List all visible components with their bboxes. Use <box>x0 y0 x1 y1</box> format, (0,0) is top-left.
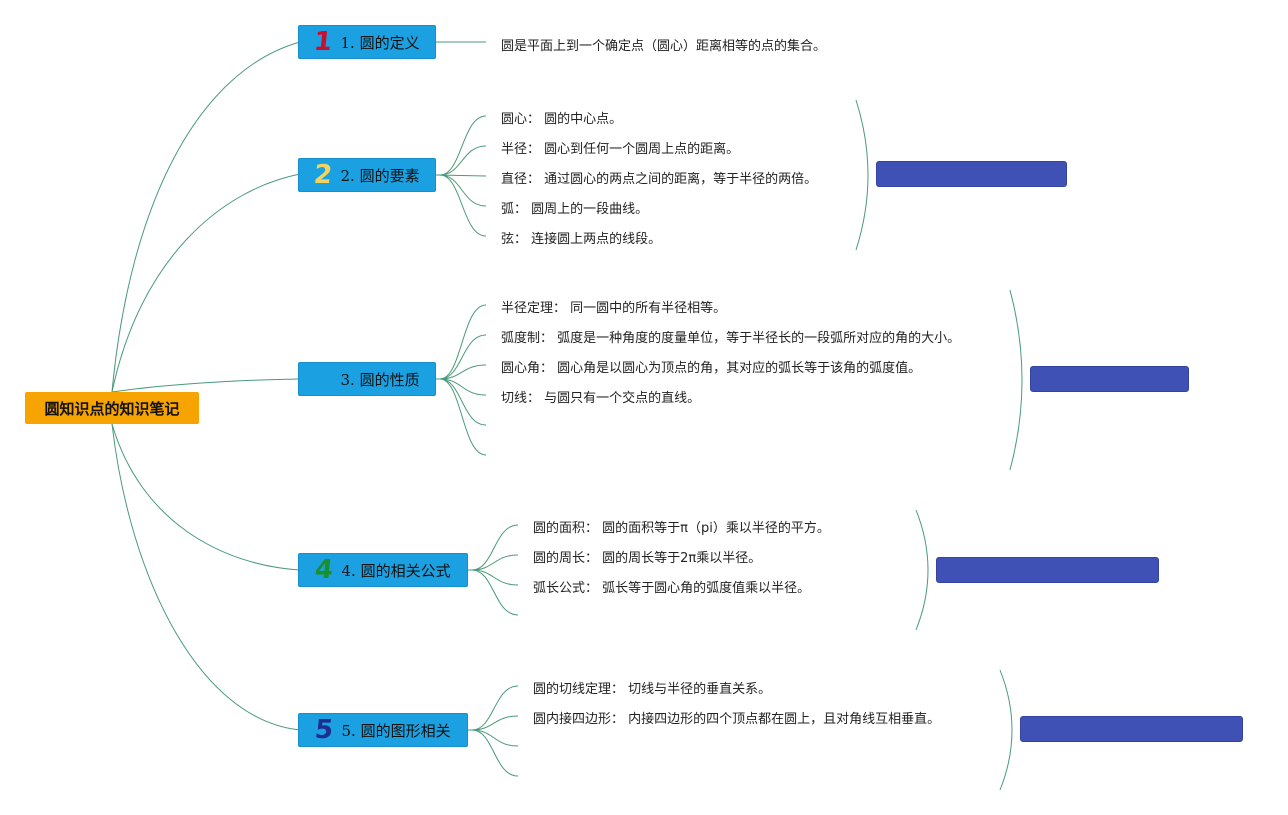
leaf-radius[interactable]: 半径： 圆心到任何一个圆周上点的距离。 <box>501 142 740 157</box>
leaf-diameter[interactable]: 直径： 通过圆心的两点之间的距离，等于半径的两倍。 <box>501 172 818 187</box>
summary-box-formulas[interactable] <box>936 557 1159 583</box>
branch-label: 5. 圆的图形相关 <box>341 721 451 740</box>
leaf-tangent[interactable]: 切线： 与圆只有一个交点的直线。 <box>501 391 701 406</box>
root-topic[interactable]: 圆知识点的知识笔记 <box>25 392 199 424</box>
branch-label: 1. 圆的定义 <box>340 33 420 52</box>
summary-bracket-4 <box>915 509 929 631</box>
connector-root-b3 <box>111 378 301 393</box>
summary-bracket-3 <box>1009 289 1023 471</box>
leaf-arc[interactable]: 弧： 圆周上的一段曲线。 <box>501 202 649 217</box>
leaf-circumference[interactable]: 圆的周长： 圆的周长等于2π乘以半径。 <box>533 551 762 566</box>
summary-box-properties[interactable] <box>1030 366 1189 392</box>
branch-label: 2. 圆的要素 <box>340 166 420 185</box>
summary-bracket-5 <box>999 669 1013 791</box>
leaf-center[interactable]: 圆心： 圆的中心点。 <box>501 112 623 127</box>
summary-bracket-2 <box>855 99 869 251</box>
branch-elements[interactable]: 2 2. 圆的要素 <box>298 158 436 192</box>
branch-shapes[interactable]: 5 5. 圆的图形相关 <box>298 713 468 747</box>
connector-root-b1 <box>111 41 301 393</box>
leaf-arc-length[interactable]: 弧长公式： 弧长等于圆心角的弧度值乘以半径。 <box>533 581 811 596</box>
branch-label: 4. 圆的相关公式 <box>341 561 451 580</box>
number-five-icon: 5 <box>313 715 336 745</box>
summary-box-shapes[interactable] <box>1020 716 1243 742</box>
connector-root-b5 <box>111 423 301 731</box>
number-two-icon: 2 <box>312 160 335 190</box>
connector-root-b2 <box>111 173 301 393</box>
leaf-tangent-theorem[interactable]: 圆的切线定理： 切线与半径的垂直关系。 <box>533 682 772 697</box>
branch-properties[interactable]: 3 3. 圆的性质 <box>298 362 436 396</box>
root-topic-label: 圆知识点的知识笔记 <box>44 399 180 418</box>
leaf-chord[interactable]: 弦： 连接圆上两点的线段。 <box>501 232 662 247</box>
branch-label: 3. 圆的性质 <box>340 370 420 389</box>
summary-box-elements[interactable] <box>876 161 1067 187</box>
branch-formulas[interactable]: 4 4. 圆的相关公式 <box>298 553 468 587</box>
branch-definition[interactable]: 1 1. 圆的定义 <box>298 25 436 59</box>
leaf-area[interactable]: 圆的面积： 圆的面积等于π（pi）乘以半径的平方。 <box>533 521 830 536</box>
number-four-icon: 4 <box>313 555 336 585</box>
leaf-inscribed-quadrilateral[interactable]: 圆内接四边形： 内接四边形的四个顶点都在圆上，且对角线互相垂直。 <box>533 712 941 727</box>
connector-root-b4 <box>111 423 301 571</box>
number-three-icon: 3 <box>312 364 335 394</box>
leaf-central-angle[interactable]: 圆心角： 圆心角是以圆心为顶点的角，其对应的弧长等于该角的弧度值。 <box>501 361 922 376</box>
leaf-radius-theorem[interactable]: 半径定理： 同一圆中的所有半径相等。 <box>501 301 727 316</box>
leaf-definition[interactable]: 圆是平面上到一个确定点（圆心）距离相等的点的集合。 <box>501 39 827 54</box>
number-one-icon: 1 <box>312 27 335 57</box>
leaf-radian[interactable]: 弧度制： 弧度是一种角度的度量单位，等于半径长的一段弧所对应的角的大小。 <box>501 331 961 346</box>
